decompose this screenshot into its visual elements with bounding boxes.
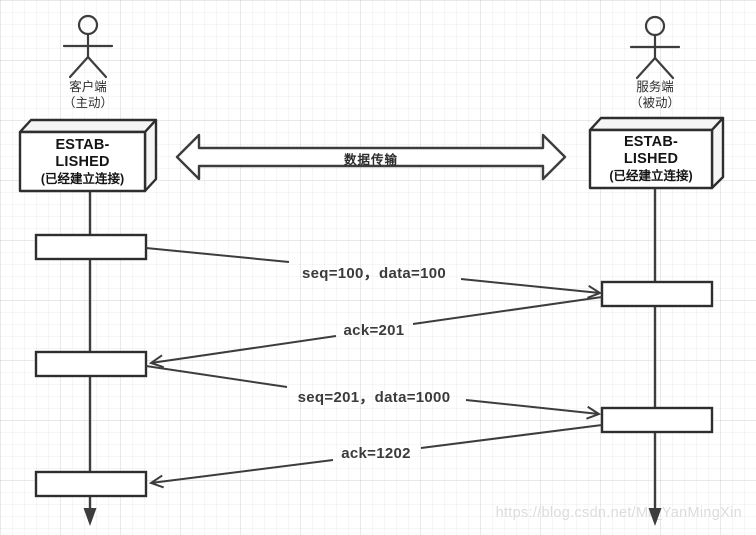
client-actor-icon xyxy=(62,14,114,79)
server-name-label: 服务端 xyxy=(636,80,674,94)
client-state-line1: ESTAB- xyxy=(55,136,110,153)
server-activation-1 xyxy=(600,280,714,308)
server-actor-icon xyxy=(629,15,681,80)
client-name-label: 客户端 xyxy=(69,80,107,94)
server-lifeline xyxy=(648,188,662,526)
message-arrow-ack201 xyxy=(148,296,603,369)
server-role-label: （被动） xyxy=(629,96,681,110)
server-state-line2: LISHED xyxy=(623,151,679,167)
activation-bars xyxy=(34,233,714,498)
client-state-line2: LISHED xyxy=(55,153,110,170)
client-state-cube xyxy=(18,118,158,193)
server-state-line1: ESTAB- xyxy=(623,134,679,150)
server-activation-2 xyxy=(600,406,714,434)
message-label-seq201: seq=201，data=1000 xyxy=(297,389,451,406)
server-state-text: ESTAB- LISHED (已经建立连接) xyxy=(590,130,712,188)
server-state-cube xyxy=(588,116,725,190)
data-transfer-label: 数据传输 xyxy=(343,153,399,167)
client-role-label: （主动） xyxy=(62,96,114,110)
client-activation-3 xyxy=(34,470,148,498)
server-state-line3: (已经建立连接) xyxy=(609,169,693,183)
message-arrow-ack1202 xyxy=(148,424,603,489)
client-activation-2 xyxy=(34,350,148,378)
message-label-ack201: ack=201 xyxy=(343,322,405,339)
client-state-line3: (已经建立连接) xyxy=(40,171,125,186)
watermark-text: https://blog.csdn.net/Mr_YanMingXin xyxy=(495,505,742,521)
message-arrow-seq201 xyxy=(145,365,602,420)
message-arrow-seq100 xyxy=(145,247,603,299)
message-label-seq100: seq=100，data=100 xyxy=(301,265,447,282)
message-arrows xyxy=(145,247,603,489)
message-label-ack1202: ack=1202 xyxy=(341,445,411,462)
data-transfer-double-arrow xyxy=(175,133,567,181)
client-activation-1 xyxy=(34,233,148,261)
client-state-text: ESTAB- LISHED (已经建立连接) xyxy=(20,132,145,191)
